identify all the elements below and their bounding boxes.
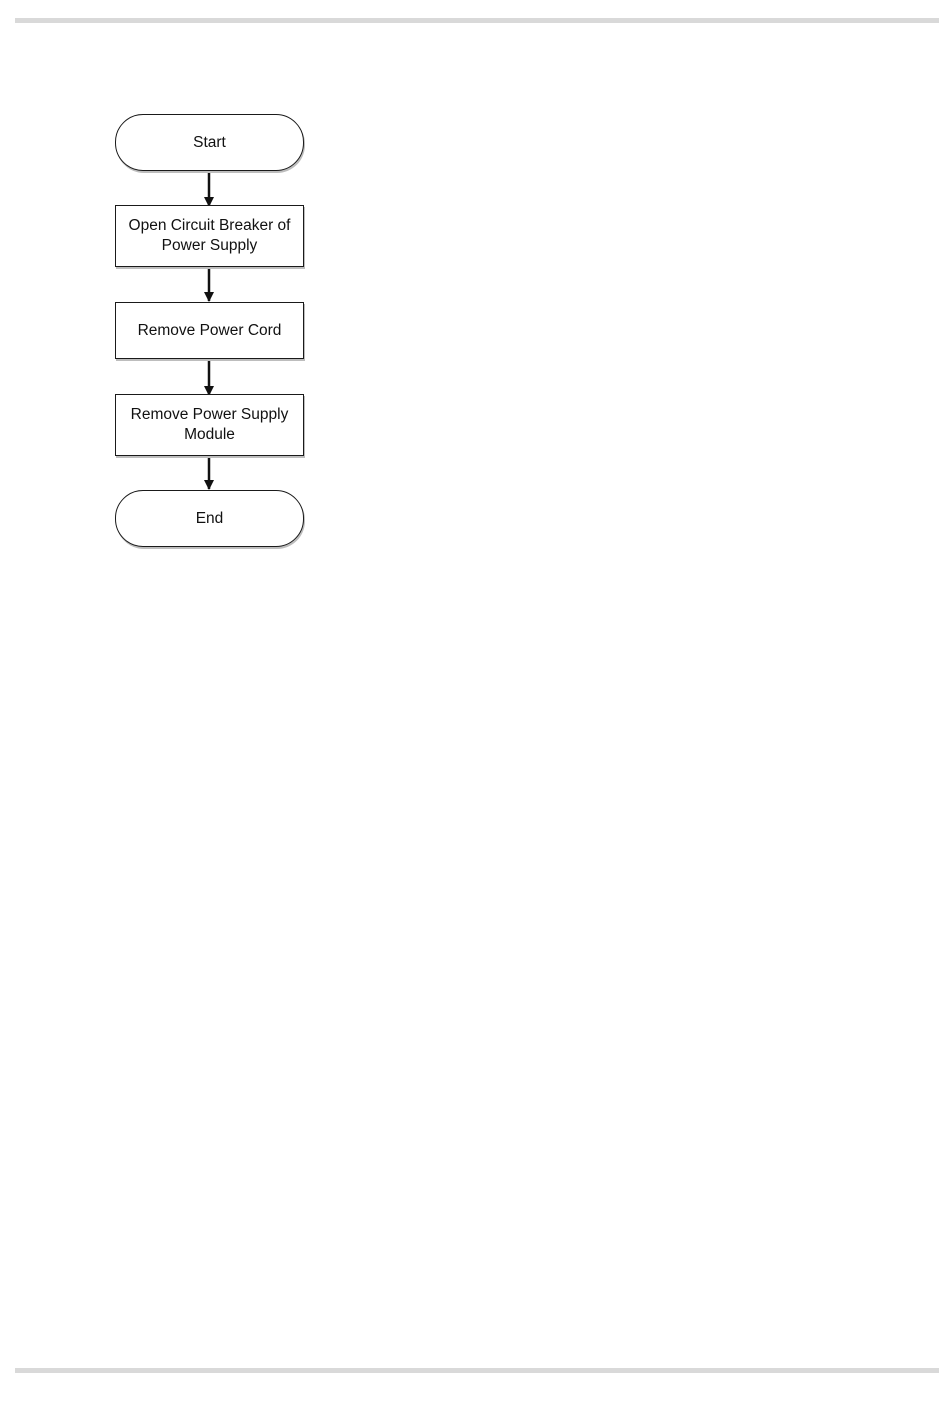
remove-power-cord-label: Remove Power Cord	[138, 321, 282, 341]
start-terminal-node: Start	[115, 114, 304, 171]
remove-power-supply-module-label: Remove Power Supply Module	[120, 405, 299, 445]
start-label: Start	[193, 133, 226, 153]
open-circuit-breaker-label: Open Circuit Breaker of Power Supply	[120, 216, 299, 256]
bottom-rule	[15, 1368, 939, 1373]
open-circuit-breaker-step: Open Circuit Breaker of Power Supply	[115, 205, 304, 267]
power-supply-removal-flowchart: Start Open Circuit Breaker of Power Supp…	[0, 0, 950, 600]
end-terminal-node: End	[115, 490, 304, 547]
remove-power-cord-step: Remove Power Cord	[115, 302, 304, 359]
end-label: End	[196, 509, 224, 529]
remove-power-supply-module-step: Remove Power Supply Module	[115, 394, 304, 456]
